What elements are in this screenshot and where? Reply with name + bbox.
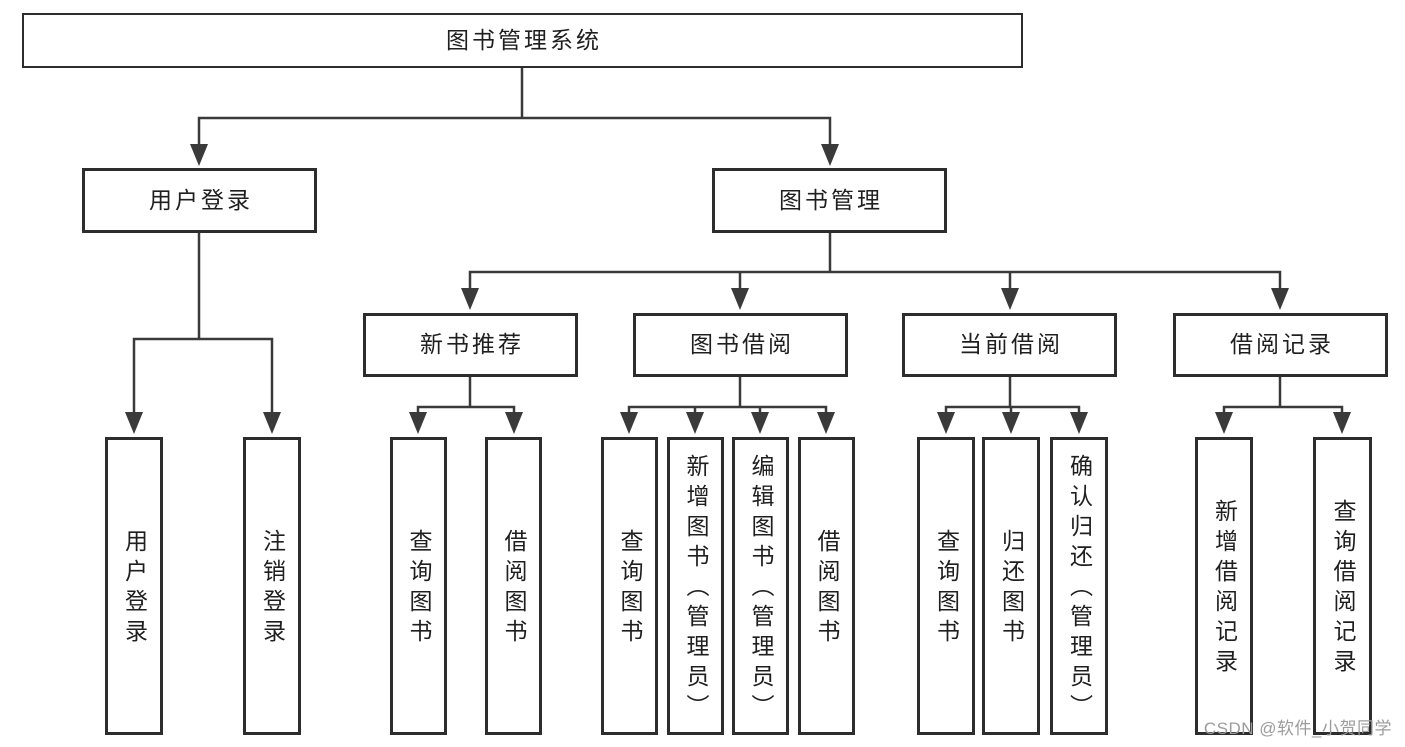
leaf-current-return-books: 归还图书 (982, 437, 1040, 735)
node-user-login: 用户登录 (82, 168, 317, 233)
node-borrow-records: 借阅记录 (1173, 313, 1388, 377)
arrow-down-icon (937, 412, 955, 434)
leaf-current-query-books-label: 查询图书 (933, 528, 960, 649)
node-root-label: 图书管理系统 (446, 26, 602, 53)
arrow-down-icon (461, 288, 479, 310)
leaf-borrow-query-books-label: 查询图书 (617, 528, 643, 649)
leaf-logout-label: 注销登录 (259, 528, 286, 649)
node-root: 图书管理系统 (22, 13, 1023, 68)
leaf-borrow-query-books: 查询图书 (601, 437, 658, 735)
leaf-records-query-borrow-record: 查询借阅记录 (1313, 437, 1372, 735)
leaf-borrow-edit-books-admin: 编辑图书（管理员） (732, 437, 789, 735)
leaf-logout: 注销登录 (243, 437, 301, 735)
leaf-records-query-borrow-record-label: 查询借阅记录 (1330, 498, 1356, 679)
leaf-borrow-borrow-books-label: 借阅图书 (814, 528, 840, 649)
arrowheads (125, 144, 1351, 434)
connector-path (132, 66, 1344, 418)
leaf-newbook-borrow-books-label: 借阅图书 (501, 528, 527, 649)
node-current-borrow: 当前借阅 (902, 313, 1117, 377)
leaf-borrow-add-books-admin-label: 新增图书（管理员） (683, 453, 709, 724)
leaf-current-confirm-return-admin: 确认归还（管理员） (1050, 437, 1108, 735)
leaf-newbook-borrow-books: 借阅图书 (485, 437, 542, 735)
node-book-borrow-label: 图书借阅 (690, 331, 794, 358)
node-user-login-label: 用户登录 (149, 186, 253, 213)
node-book-management: 图书管理 (712, 168, 947, 233)
arrow-down-icon (125, 412, 143, 434)
arrow-down-icon (263, 412, 281, 434)
arrow-down-icon (1002, 412, 1020, 434)
node-borrow-records-label: 借阅记录 (1230, 331, 1334, 358)
leaf-records-add-borrow-record: 新增借阅记录 (1195, 437, 1253, 735)
arrow-down-icon (1333, 412, 1351, 434)
arrow-down-icon (1001, 288, 1019, 310)
leaf-borrow-add-books-admin: 新增图书（管理员） (667, 437, 724, 735)
arrow-down-icon (686, 412, 704, 434)
leaf-borrow-borrow-books: 借阅图书 (798, 437, 855, 735)
node-new-book-recommend: 新书推荐 (363, 313, 578, 377)
arrow-down-icon (821, 144, 839, 166)
node-new-book-recommend-label: 新书推荐 (420, 331, 524, 358)
arrow-down-icon (505, 412, 523, 434)
arrow-down-icon (409, 412, 427, 434)
leaf-records-add-borrow-record-label: 新增借阅记录 (1211, 498, 1238, 679)
arrow-down-icon (620, 412, 638, 434)
leaf-newbook-query-books: 查询图书 (390, 437, 447, 735)
node-book-borrow: 图书借阅 (633, 313, 848, 377)
arrow-down-icon (751, 412, 769, 434)
arrow-down-icon (1070, 412, 1088, 434)
leaf-current-query-books: 查询图书 (917, 437, 975, 735)
node-book-management-label: 图书管理 (779, 186, 883, 213)
leaf-user-login-label: 用户登录 (121, 528, 148, 649)
node-current-borrow-label: 当前借阅 (959, 331, 1063, 358)
leaf-current-confirm-return-admin-label: 确认归还（管理员） (1066, 453, 1093, 724)
arrow-down-icon (731, 288, 749, 310)
arrow-down-icon (190, 144, 208, 166)
leaf-user-login: 用户登录 (105, 437, 163, 735)
leaf-newbook-query-books-label: 查询图书 (406, 528, 432, 649)
leaf-current-return-books-label: 归还图书 (998, 528, 1025, 649)
arrow-down-icon (817, 412, 835, 434)
leaf-borrow-edit-books-admin-label: 编辑图书（管理员） (748, 453, 774, 724)
csdn-watermark: CSDN @软件_小贺同学 (1203, 719, 1392, 738)
arrow-down-icon (1271, 288, 1289, 310)
arrow-down-icon (1215, 412, 1233, 434)
